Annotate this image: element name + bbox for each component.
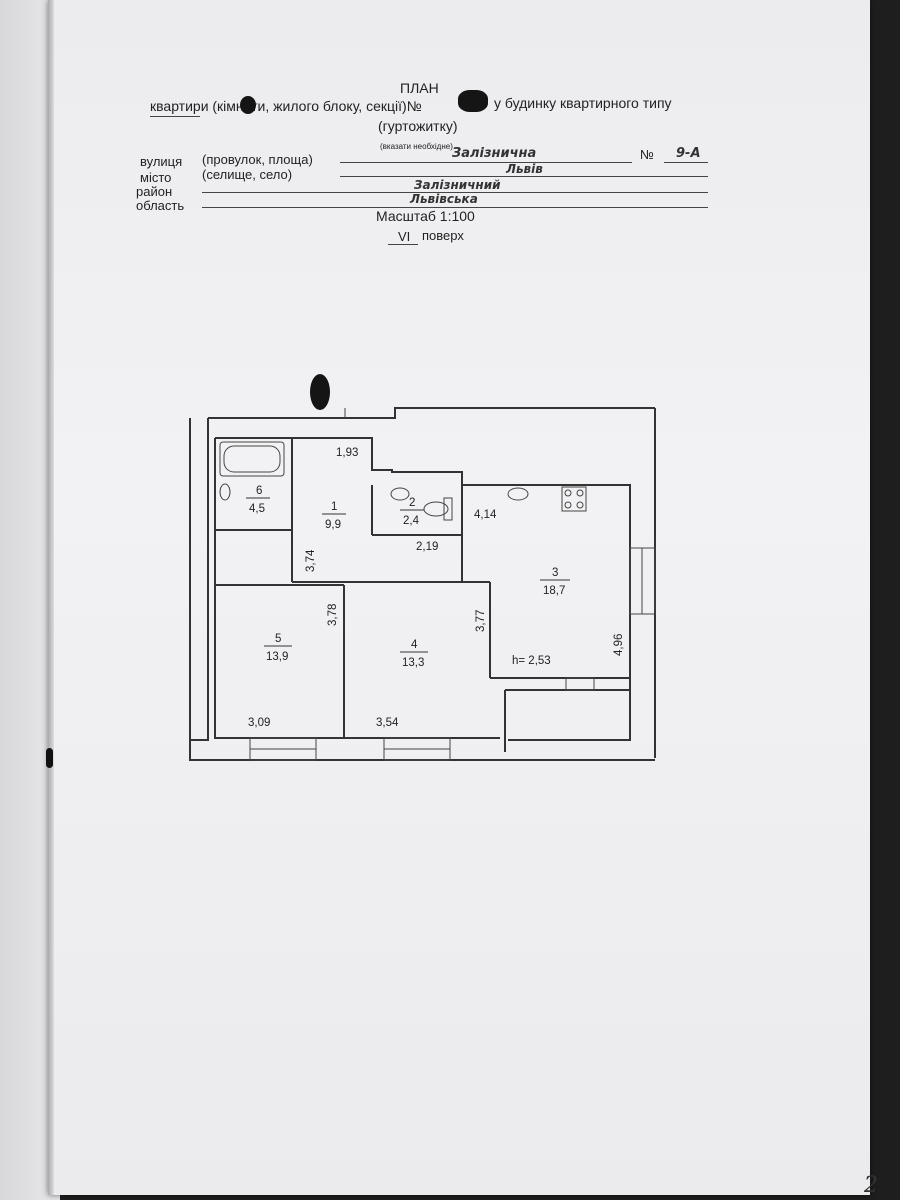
plan-subtitle-part1: квартири (кімнати, жилого блоку, секції)…	[150, 98, 422, 114]
dim-3-74: 3,74	[305, 549, 317, 572]
floor-line	[388, 244, 418, 245]
svg-text:1: 1	[331, 501, 337, 513]
number-label: №	[640, 147, 654, 162]
dim-1-93: 1,93	[336, 447, 358, 459]
plan-hint: (вказати необхідне)	[380, 142, 453, 151]
binding-hole	[46, 748, 53, 768]
room-6-label: 64,5	[246, 485, 270, 515]
redaction-blot	[310, 374, 330, 410]
dim-4-14: 4,14	[474, 509, 497, 521]
svg-text:2,4: 2,4	[403, 515, 420, 527]
number-value: 9-А	[676, 146, 701, 161]
room-4-label: 413,3	[400, 639, 428, 669]
street-sub-label: (провулок, площа)	[202, 152, 313, 167]
dim-3-54: 3,54	[376, 717, 399, 729]
region-line	[202, 207, 708, 208]
room-5-label: 513,9	[264, 633, 292, 663]
corner-mark: 2	[864, 1173, 878, 1198]
street-label: вулиця	[140, 154, 183, 169]
plan-title: ПЛАН	[400, 80, 439, 96]
dim-3-09: 3,09	[248, 717, 270, 729]
street-line	[340, 162, 632, 163]
district-line	[202, 192, 708, 193]
room-1-label: 19,9	[322, 501, 346, 531]
page-spine	[48, 0, 54, 1195]
dim-3-78: 3,78	[327, 604, 339, 626]
windows	[249, 547, 656, 761]
city-sub-label: (селище, село)	[202, 167, 293, 182]
room-2-label: 22,4	[400, 497, 424, 527]
dim-3-77: 3,77	[475, 610, 487, 632]
svg-text:2: 2	[409, 497, 415, 509]
document-page	[48, 0, 870, 1195]
fixtures	[219, 441, 587, 521]
svg-text:18,7: 18,7	[543, 585, 565, 597]
underline-kvartyry	[150, 116, 200, 117]
region-label: область	[136, 198, 185, 213]
city-line	[340, 176, 708, 177]
svg-text:13,9: 13,9	[266, 651, 288, 663]
ceiling-height: h= 2,53	[512, 655, 551, 667]
svg-text:9,9: 9,9	[325, 519, 341, 531]
redaction-blot	[240, 96, 256, 114]
region-value: Львівська	[410, 192, 478, 206]
dim-2-19: 2,19	[416, 541, 438, 553]
number-line	[664, 162, 708, 163]
svg-text:4: 4	[411, 639, 418, 651]
room-3-label: 318,7	[540, 567, 570, 597]
svg-text:5: 5	[275, 633, 281, 645]
svg-text:6: 6	[256, 485, 262, 497]
svg-text:4,5: 4,5	[249, 503, 265, 515]
plan-subtitle-part2: у будинку квартирного типу	[494, 95, 672, 111]
city-value: Львів	[506, 162, 543, 176]
scale-label: Масштаб 1:100	[376, 208, 475, 224]
city-label: місто	[140, 170, 172, 185]
redaction-blot	[458, 90, 488, 112]
partitions	[215, 438, 630, 752]
floor-value: VI	[398, 229, 411, 244]
dim-4-96: 4,96	[613, 634, 625, 656]
street-value: Залізнична	[452, 146, 537, 161]
plan-subtitle-line2: (гуртожитку)	[378, 118, 458, 134]
district-value: Залізничний	[414, 178, 501, 192]
svg-text:3: 3	[552, 567, 558, 579]
district-label: район	[136, 184, 173, 199]
floor-label: поверх	[422, 228, 464, 243]
svg-text:13,3: 13,3	[402, 657, 424, 669]
